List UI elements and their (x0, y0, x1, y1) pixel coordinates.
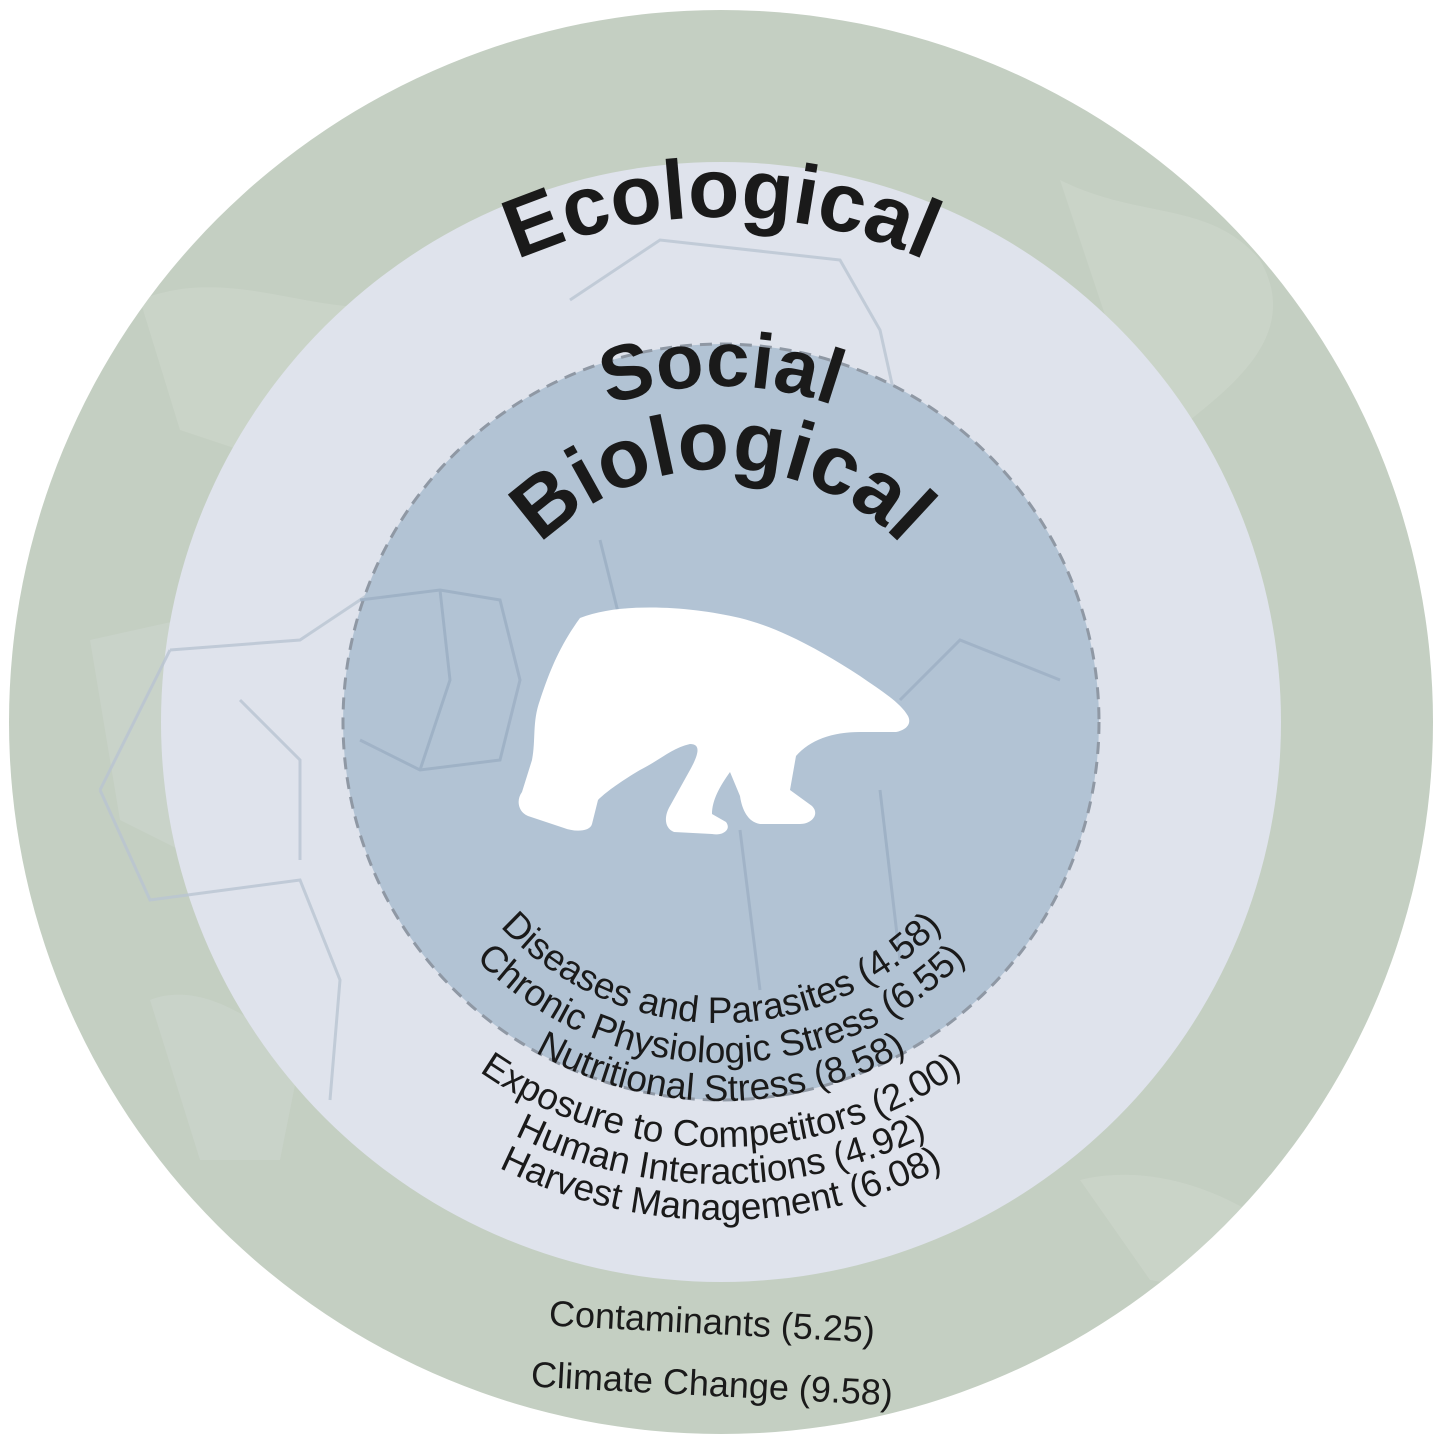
bio-boundaries (359, 539, 1061, 991)
polar-bear-icon (518, 607, 910, 835)
